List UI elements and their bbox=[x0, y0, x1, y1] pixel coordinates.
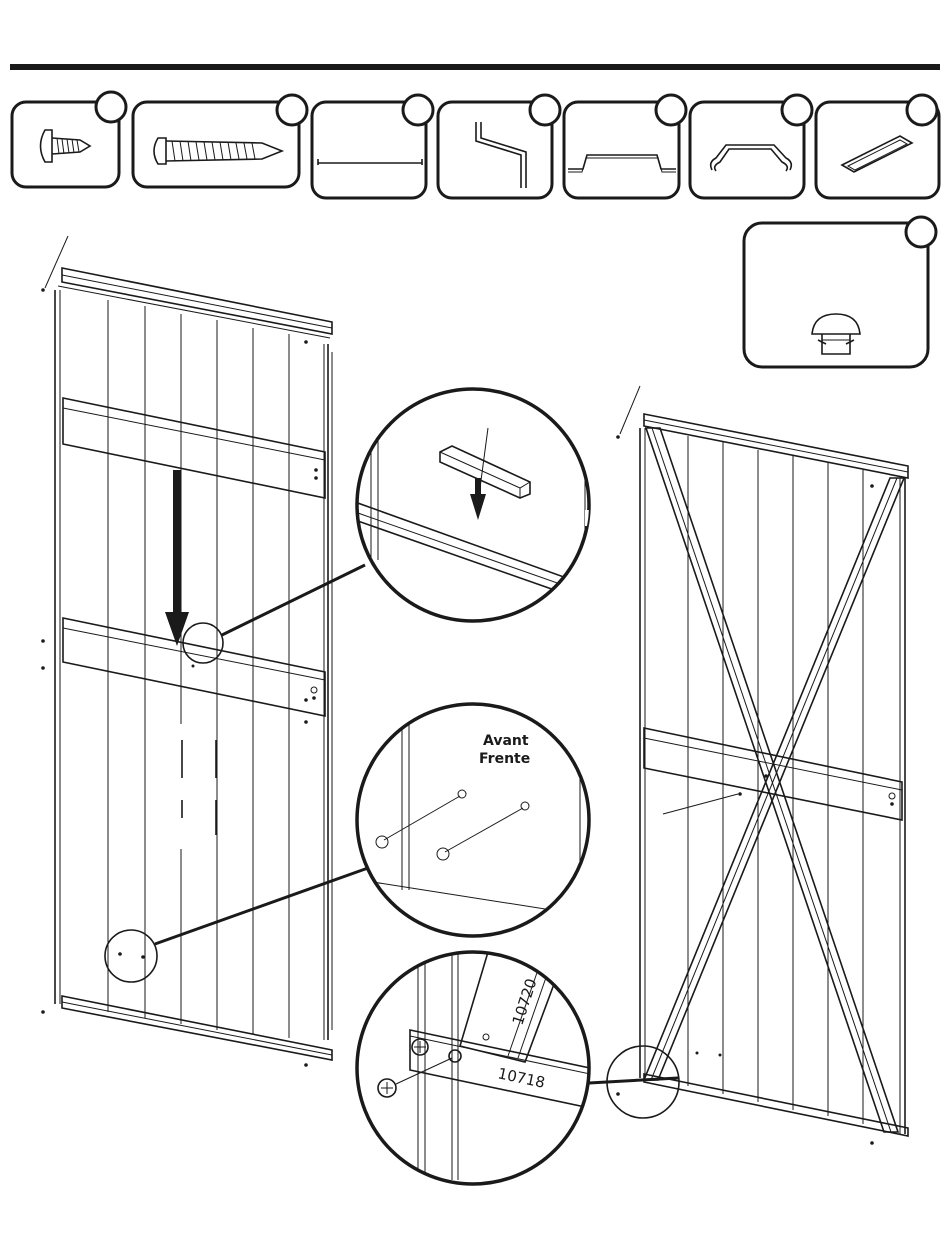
zoom-corner-screw: 10720 10718 bbox=[357, 950, 590, 1184]
callout-circle-holes bbox=[105, 930, 157, 982]
front-label-es: Frente bbox=[479, 751, 530, 767]
slide-down-arrow-icon bbox=[165, 470, 189, 646]
front-label-en: Avant bbox=[483, 733, 529, 749]
right-door-panel bbox=[607, 386, 908, 1145]
part-box-long-screw bbox=[133, 95, 307, 187]
header-rule bbox=[10, 64, 940, 70]
leader-line-top bbox=[222, 565, 365, 635]
leader-line-mid bbox=[155, 868, 368, 944]
part-box-handle-bracket bbox=[690, 95, 812, 198]
part-box-push-rivet bbox=[744, 217, 936, 367]
zoom-rail-insert bbox=[355, 389, 601, 621]
parts-row bbox=[12, 92, 939, 367]
part-box-rail-insert bbox=[816, 95, 939, 198]
part-box-z-bracket bbox=[438, 95, 560, 198]
part-box-flat-bar bbox=[312, 95, 433, 198]
part-box-hat-channel bbox=[564, 95, 686, 198]
left-door-panel bbox=[41, 236, 332, 1067]
part-box-truss-screw bbox=[12, 92, 126, 187]
zoom-front-holes: Avant Frente bbox=[357, 704, 590, 940]
